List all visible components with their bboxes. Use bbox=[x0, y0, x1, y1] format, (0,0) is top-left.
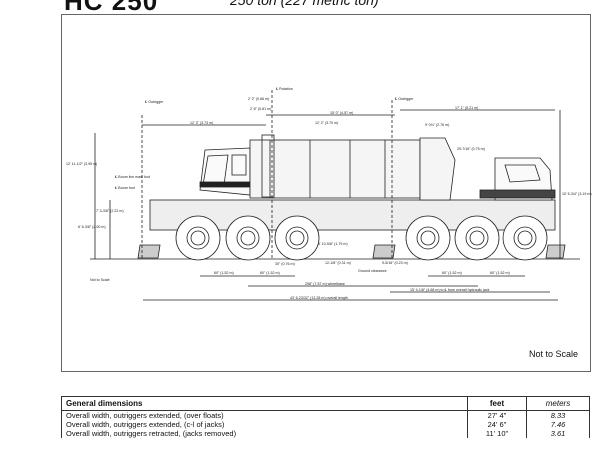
wheel bbox=[285, 226, 309, 250]
outrigger-left bbox=[137, 244, 161, 259]
not-to-scale-note: Not to Scale bbox=[528, 349, 578, 359]
wheel bbox=[465, 226, 489, 250]
label-boom-live-mast: ℄ Boom live mast foot bbox=[114, 175, 150, 179]
drawing-frame bbox=[61, 14, 591, 372]
label-60c: 60" (1.52 m) bbox=[442, 271, 462, 275]
label-17-1: 17' 1" (5.21 m) bbox=[455, 106, 478, 110]
feet-value: 27' 4" bbox=[467, 410, 527, 420]
label-29: 29-7/16" (0.75 m) bbox=[457, 147, 485, 151]
crane-drawing: ℄ Rotation ℄ Outrigger ℄ Outrigger 2' 2"… bbox=[66, 87, 592, 301]
wheel bbox=[240, 230, 256, 246]
dimensions-table: General dimensions feet meters Overall w… bbox=[61, 396, 590, 438]
wheel bbox=[225, 215, 271, 261]
label-5-10: 5' 10-5/8" (1.79 m) bbox=[318, 242, 348, 246]
table-row: Overall width, outriggers extended, (c-l… bbox=[61, 420, 590, 429]
outrigger-right bbox=[545, 244, 566, 259]
label-outrigger-left: ℄ Outrigger bbox=[144, 100, 164, 104]
label-10-5: 10' 5-3/4" (3.19 m) bbox=[562, 192, 592, 196]
ladder bbox=[261, 134, 275, 198]
label-60b: 60" (1.52 m) bbox=[260, 271, 280, 275]
dimension-label: Overall width, outriggers extended, (ove… bbox=[61, 410, 468, 420]
label-12-2: 12' 2" (3.70 m) bbox=[315, 121, 338, 125]
label-60d: 60" (1.52 m) bbox=[490, 271, 510, 275]
label-6-6: 6' 6-3/8" (2.00 m) bbox=[78, 225, 106, 229]
label-12-11: 12' 11-1/2" (3.95 m) bbox=[66, 162, 97, 166]
header-dimensions: General dimensions bbox=[61, 396, 468, 411]
meters-value: 3.61 bbox=[550, 429, 566, 438]
outrigger-middle bbox=[372, 244, 396, 259]
page-title: HC 250 bbox=[64, 0, 159, 16]
counterweight bbox=[419, 137, 456, 201]
feet-value: 11' 10" bbox=[467, 429, 527, 438]
wheel bbox=[289, 230, 305, 246]
dimension-label: Overall width, outriggers retracted, (ja… bbox=[61, 429, 468, 438]
carrier-cab-window bbox=[504, 164, 541, 183]
crane-outline bbox=[90, 90, 580, 301]
label-rear: 15' 4-1/8" (4.68 m) to ℄ from overall hy… bbox=[410, 288, 490, 292]
wheel bbox=[513, 226, 537, 250]
label-7-3: 7' 3-3/8" (2.22 m) bbox=[96, 209, 124, 213]
wheel bbox=[190, 230, 206, 246]
label-12-3: 12' 3" (3.73 m) bbox=[190, 121, 213, 125]
label-12-1-8: 12-1/8" (0.31 m) bbox=[325, 261, 351, 265]
label-overall-length: 43' 6-23/32" (13.28 m) overall length bbox=[290, 296, 348, 300]
feet-value: 24' 6" bbox=[467, 420, 527, 429]
dimension-label: Overall width, outriggers extended, (c-l… bbox=[61, 420, 468, 429]
label-boom-foot: ℄ Boom foot bbox=[114, 186, 135, 190]
label-ground-clearance: Ground clearance bbox=[358, 269, 387, 273]
wheel bbox=[454, 215, 500, 261]
wheel bbox=[416, 226, 440, 250]
label-outrigger-right: ℄ Outrigger bbox=[394, 97, 414, 101]
wheel bbox=[236, 226, 260, 250]
wheel bbox=[186, 226, 210, 250]
header-meters: meters bbox=[526, 396, 590, 411]
cab-window-2 bbox=[231, 154, 247, 176]
page-subtitle: 250 ton (227 metric ton) bbox=[230, 0, 379, 8]
label-not-to-scale-small: Not to Scale bbox=[90, 278, 110, 282]
meters-value: 8.33 bbox=[550, 411, 566, 420]
label-9-0: 9' 0¾" (2.76 m) bbox=[425, 123, 449, 127]
table-row: Overall width, outriggers extended, (ove… bbox=[61, 410, 590, 420]
wheel bbox=[469, 230, 485, 246]
label-60a: 60" (1.52 m) bbox=[214, 271, 234, 275]
label-9-5-16: 9-5/16" (0.23 m) bbox=[382, 261, 408, 265]
label-rotation: ℄ Rotation bbox=[275, 87, 293, 91]
header-feet: feet bbox=[467, 396, 527, 411]
label-2-8: 2' 8" (0.81 m) bbox=[250, 107, 271, 111]
wheels bbox=[175, 215, 548, 261]
wheel bbox=[502, 215, 548, 261]
wheel bbox=[420, 230, 436, 246]
wheel bbox=[517, 230, 533, 246]
label-30: 30" (0.76 m) bbox=[275, 262, 295, 266]
label-wheelbase: 298" (7.57 m) wheelbase bbox=[305, 282, 345, 286]
wheel bbox=[405, 215, 451, 261]
table-row: Overall width, outriggers retracted, (ja… bbox=[61, 429, 590, 438]
superstructure bbox=[249, 139, 421, 199]
label-15-0: 15' 0" (4.57 m) bbox=[330, 111, 353, 115]
wheel bbox=[274, 215, 320, 261]
label-2-2: 2' 2" (0.66 m) bbox=[248, 97, 269, 101]
meters-value: 7.46 bbox=[550, 420, 566, 429]
wheel bbox=[175, 215, 221, 261]
